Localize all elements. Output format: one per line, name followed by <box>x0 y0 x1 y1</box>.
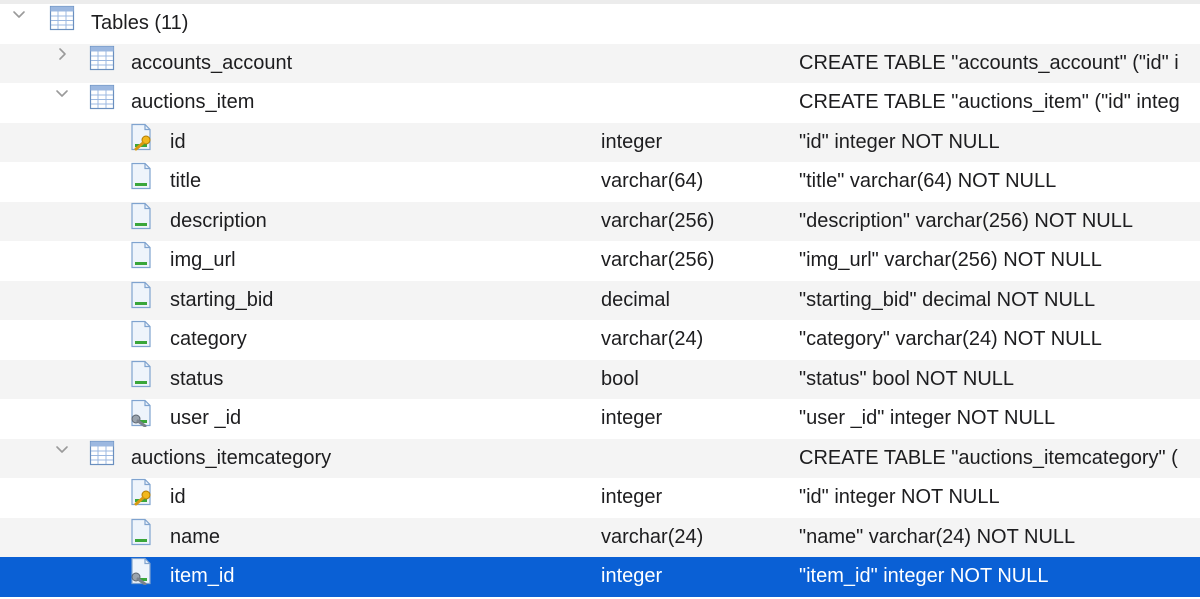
column-row[interactable]: starting_bid decimal "starting_bid" decima… <box>0 280 1200 320</box>
schema-definition: "id" integer NOT NULL <box>799 130 1000 153</box>
column-name: id <box>170 486 186 509</box>
column-row[interactable]: name varchar(24) "name" varchar(24) NOT NU… <box>0 517 1200 557</box>
primary-key-icon <box>128 478 156 506</box>
column-type: integer <box>601 130 663 153</box>
table-name: auctions_item <box>131 91 255 114</box>
column-name: id <box>170 130 186 153</box>
column-type: integer <box>601 407 663 430</box>
tree-root-tables[interactable]: Tables (11) <box>0 4 1200 44</box>
schema-definition: "starting_bid" decimal NOT NULL <box>799 288 1096 311</box>
table-name: accounts_account <box>131 51 293 74</box>
column-name: status <box>170 367 224 390</box>
schema-definition: "category" varchar(24) NOT NULL <box>799 328 1102 351</box>
column-name: name <box>170 525 221 548</box>
schema-definition: "user _id" integer NOT NULL <box>799 407 1056 430</box>
column-type: decimal <box>601 288 670 311</box>
foreign-key-icon <box>128 399 156 427</box>
field-icon <box>128 518 156 546</box>
column-type: varchar(64) <box>601 170 704 193</box>
primary-key-icon <box>128 123 156 151</box>
schema-definition: "description" varchar(256) NOT NULL <box>799 209 1133 232</box>
column-row[interactable]: category varchar(24) "category" varchar(24… <box>0 320 1200 360</box>
chevron-down-icon[interactable] <box>52 439 72 459</box>
column-row[interactable]: title varchar(64) "title" varchar(64) NOT … <box>0 162 1200 202</box>
table-row[interactable]: auctions_itemcategory CREATE TABLE "aucti… <box>0 438 1200 478</box>
field-icon <box>128 202 156 230</box>
column-row[interactable]: id integer "id" integer NOT NULL <box>0 478 1200 518</box>
chevron-down-icon[interactable] <box>9 4 29 24</box>
column-type: integer <box>601 565 663 588</box>
column-name: title <box>170 170 202 193</box>
column-type: varchar(256) <box>601 249 715 272</box>
schema-definition: "id" integer NOT NULL <box>799 486 1000 509</box>
column-type: bool <box>601 367 639 390</box>
foreign-key-icon <box>128 557 156 585</box>
column-type: integer <box>601 486 663 509</box>
schema-definition: "img_url" varchar(256) NOT NULL <box>799 249 1102 272</box>
field-icon <box>128 281 156 309</box>
field-icon <box>128 162 156 190</box>
column-name: item_id <box>170 565 235 588</box>
table-name: auctions_itemcategory <box>131 446 332 469</box>
tables-group-label: Tables (11) <box>91 12 189 35</box>
column-type: varchar(256) <box>601 209 715 232</box>
table-icon <box>88 439 116 467</box>
column-row[interactable]: id integer "id" integer NOT NULL <box>0 122 1200 162</box>
table-icon <box>88 44 116 72</box>
column-type: varchar(24) <box>601 328 704 351</box>
schema-definition: CREATE TABLE "auctions_itemcategory" ( <box>799 446 1178 469</box>
column-row[interactable]: description varchar(256) "description" var… <box>0 201 1200 241</box>
table-row[interactable]: auctions_item CREATE TABLE "auctions_item… <box>0 83 1200 123</box>
column-name: category <box>170 328 247 351</box>
column-name: description <box>170 209 267 232</box>
tables-group-icon <box>48 4 76 32</box>
top-divider <box>0 0 1200 4</box>
field-icon <box>128 241 156 269</box>
column-row[interactable]: item_id integer "item_id" integer NOT NULL <box>0 557 1200 597</box>
table-icon <box>88 83 116 111</box>
table-row[interactable]: accounts_account CREATE TABLE "accounts_a… <box>0 43 1200 83</box>
schema-definition: "item_id" integer NOT NULL <box>799 565 1049 588</box>
schema-definition: CREATE TABLE "auctions_item" ("id" integ <box>799 91 1180 114</box>
schema-definition: CREATE TABLE "accounts_account" ("id" i <box>799 51 1179 74</box>
field-icon <box>128 320 156 348</box>
column-name: starting_bid <box>170 288 274 311</box>
column-row[interactable]: status bool "status" bool NOT NULL <box>0 359 1200 399</box>
schema-definition: "status" bool NOT NULL <box>799 367 1015 390</box>
column-type: varchar(24) <box>601 525 704 548</box>
schema-definition: "name" varchar(24) NOT NULL <box>799 525 1076 548</box>
column-row[interactable]: user _id integer "user _id" integer NOT NU… <box>0 399 1200 439</box>
schema-definition: "title" varchar(64) NOT NULL <box>799 170 1057 193</box>
column-name: user _id <box>170 407 242 430</box>
chevron-right-icon[interactable] <box>52 44 72 64</box>
field-icon <box>128 360 156 388</box>
column-name: img_url <box>170 249 236 272</box>
column-row[interactable]: img_url varchar(256) "img_url" varchar(256… <box>0 241 1200 281</box>
chevron-down-icon[interactable] <box>52 83 72 103</box>
